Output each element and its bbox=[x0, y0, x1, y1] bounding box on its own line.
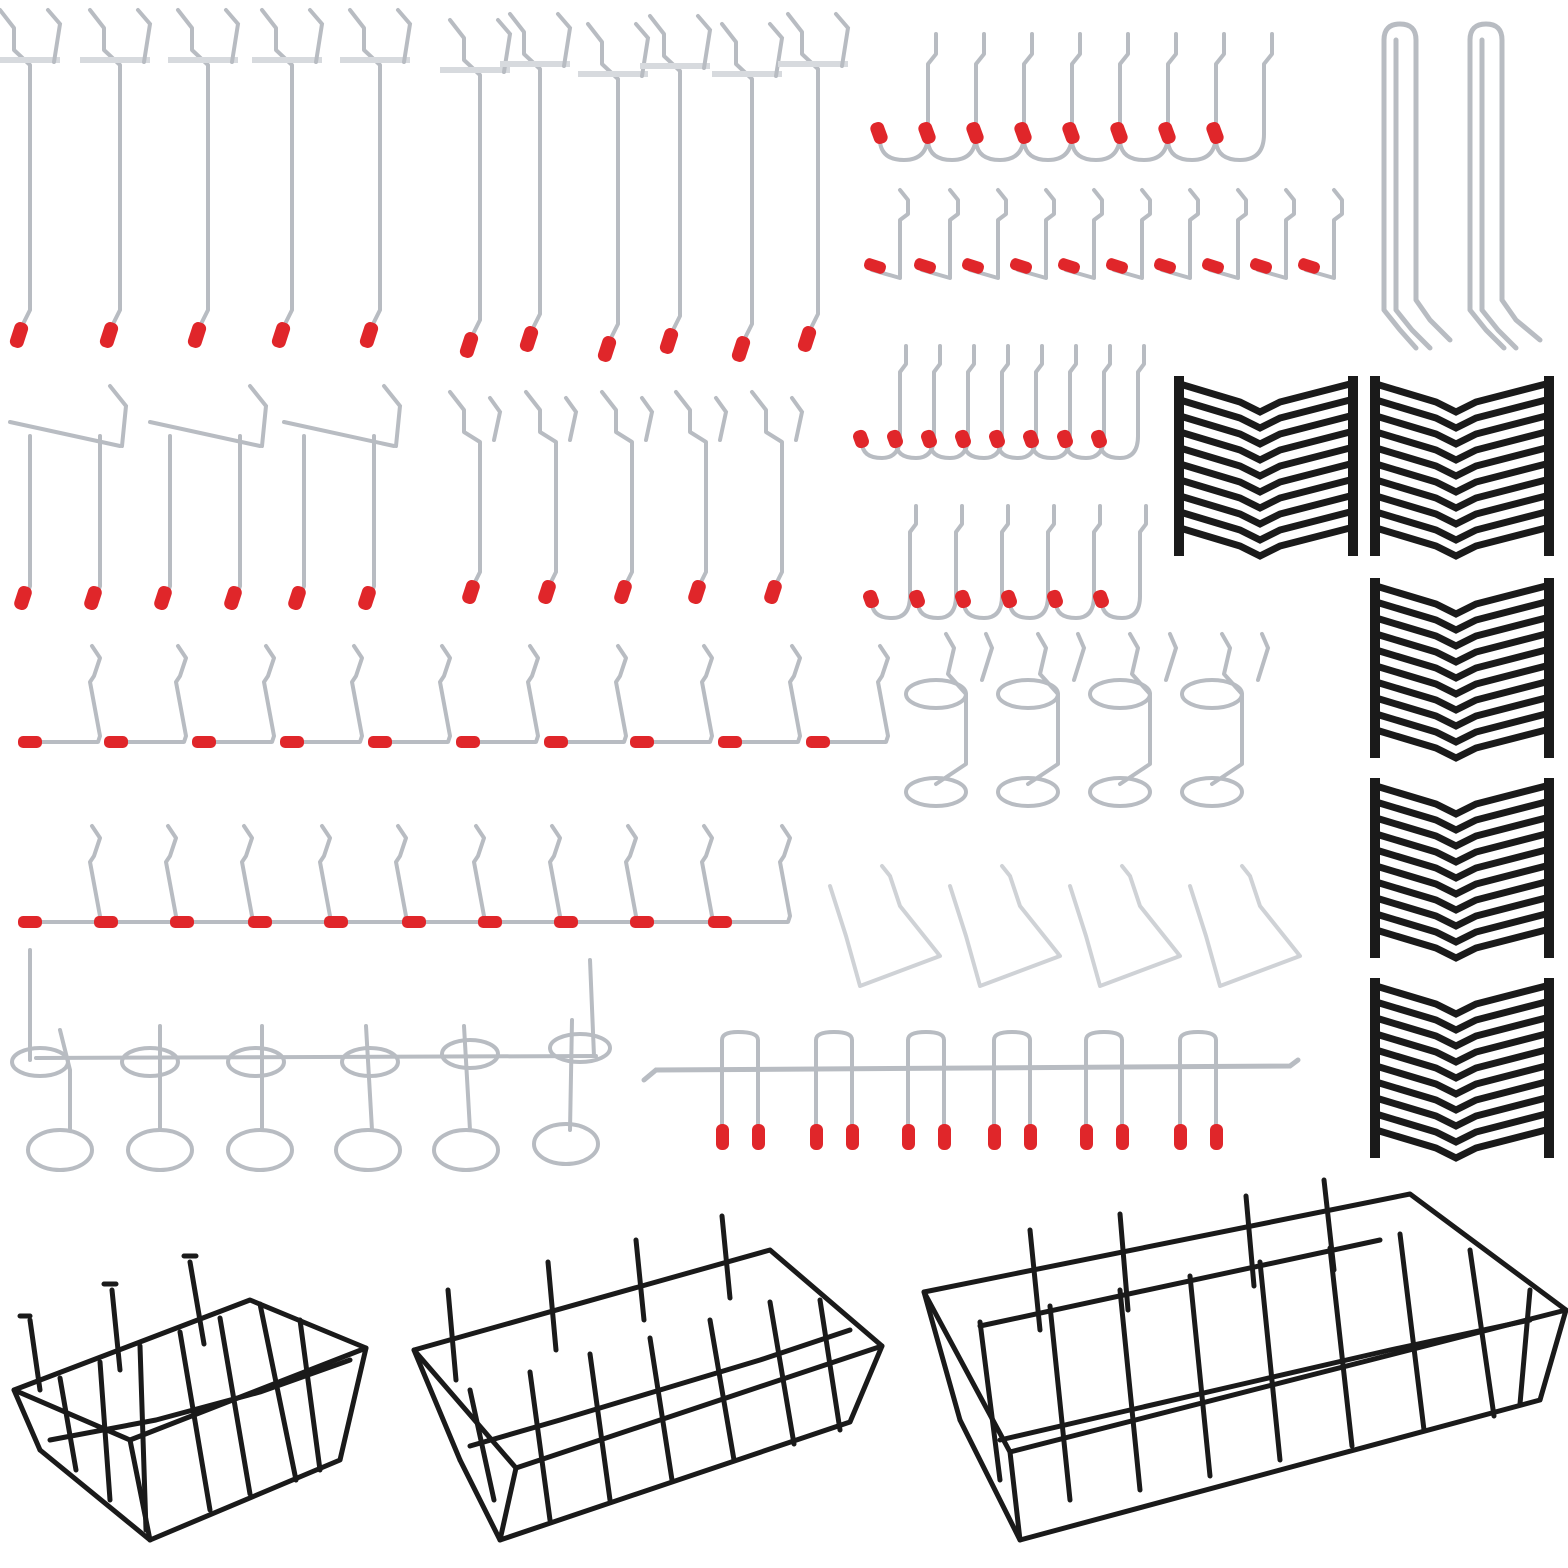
multi-hook-bar bbox=[641, 1029, 1301, 1150]
wire-basket-large bbox=[921, 1177, 1568, 1543]
wire-basket-small bbox=[11, 1253, 369, 1543]
wire-basket-medium bbox=[411, 1213, 885, 1543]
ring-rack bbox=[10, 948, 612, 1172]
double-loop-hooks bbox=[1381, 21, 1543, 351]
